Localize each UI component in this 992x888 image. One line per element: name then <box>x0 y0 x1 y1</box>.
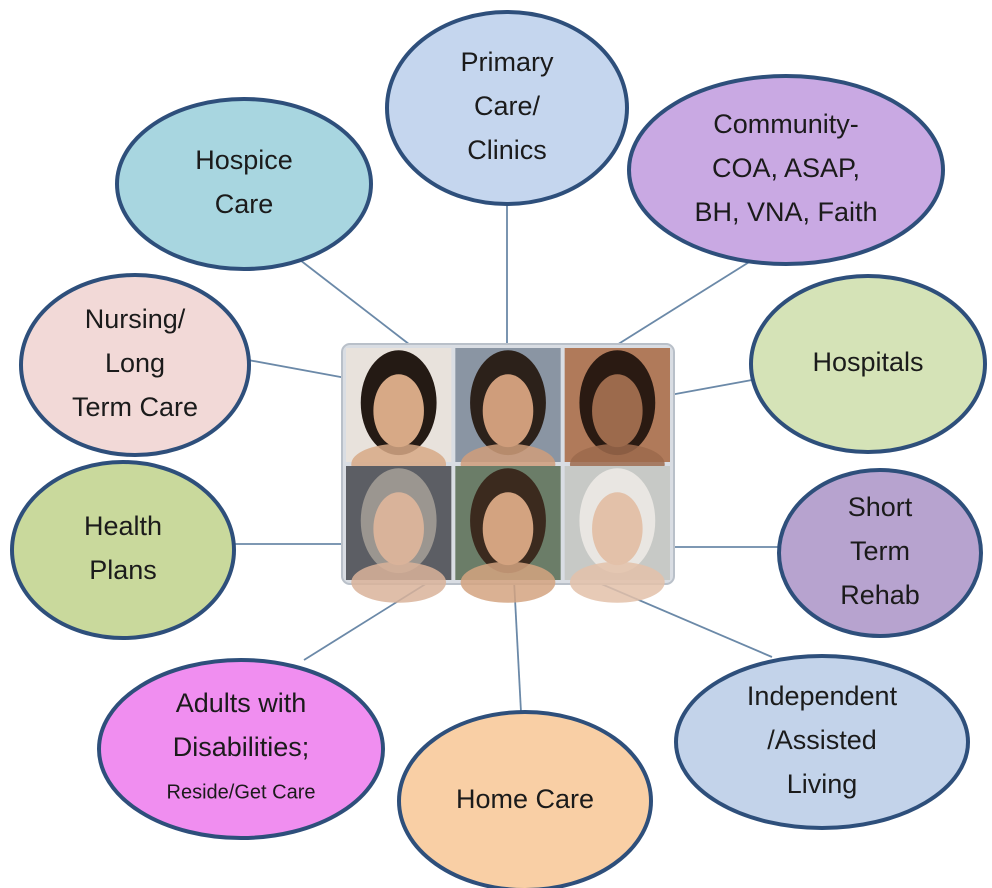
health-plans-label-line-2: Plans <box>89 555 157 585</box>
hospice-care-label-line-2: Care <box>215 189 274 219</box>
gray-haired-woman-portrait-face <box>373 492 424 566</box>
young-man-portrait <box>455 348 561 485</box>
connector-community <box>611 253 763 349</box>
primary-care-label-line-2: Care/ <box>474 91 541 121</box>
adults-with-disabilities-label-line-1: Adults with <box>176 688 307 718</box>
community-bubble <box>627 74 945 266</box>
primary-care-bubble <box>385 10 629 206</box>
primary-care-label-line-3: Clinics <box>467 135 547 165</box>
hospitals-label-line-1: Hospitals <box>812 347 923 377</box>
young-woman-portrait <box>346 348 452 485</box>
mother-daughter-portrait-face <box>592 374 643 448</box>
couple-portrait-face <box>482 492 534 566</box>
independent-assisted-living-label-line-2: /Assisted <box>767 725 877 755</box>
young-man-portrait-face <box>482 374 534 448</box>
home-care-bubble <box>397 710 653 888</box>
mother-daughter-portrait <box>564 348 670 485</box>
nursing-long-term-care-label-line-1: Nursing/ <box>85 304 186 334</box>
short-term-rehab-label-line-2: Term <box>850 536 910 566</box>
hospice-care-bubble <box>115 97 373 271</box>
nursing-long-term-care-bubble <box>19 273 251 457</box>
health-plans-bubble <box>10 460 236 640</box>
gray-haired-woman-portrait-shoulders <box>351 561 447 603</box>
adults-with-disabilities-bubble <box>97 658 385 840</box>
center-photo-collage <box>341 343 675 603</box>
elderly-woman-portrait-face <box>592 492 643 566</box>
home-care-label-line-1: Home Care <box>456 784 594 814</box>
couple-portrait-shoulders <box>460 561 556 603</box>
node-hospitals: Hospitals <box>749 274 987 454</box>
node-home-care: Home Care <box>397 710 653 888</box>
connector-hospitals <box>669 379 753 396</box>
young-woman-portrait-face <box>373 374 424 448</box>
community-label-line-1: Community- <box>713 109 859 139</box>
hospitals-bubble <box>749 274 987 454</box>
connector-lines <box>234 204 781 713</box>
independent-assisted-living-label-line-3: Living <box>787 769 858 799</box>
nursing-long-term-care-label-line-2: Long <box>105 348 165 378</box>
elderly-woman-portrait <box>564 466 670 603</box>
connector-hospice-care <box>299 259 415 349</box>
connector-nursing-long-term-care <box>247 359 347 379</box>
community-label-line-2: COA, ASAP, <box>712 153 860 183</box>
hospice-care-label-line-1: Hospice <box>195 145 293 175</box>
adults-with-disabilities-label-line-3: Reside/Get Care <box>167 781 316 803</box>
elderly-woman-portrait-shoulders <box>569 561 665 603</box>
gray-haired-woman-portrait <box>346 466 452 603</box>
primary-care-label-line-1: Primary <box>461 47 554 77</box>
community-label-line-3: BH, VNA, Faith <box>694 197 877 227</box>
independent-assisted-living-bubble <box>674 654 970 830</box>
couple-portrait <box>455 466 561 603</box>
short-term-rehab-bubble <box>777 468 983 638</box>
short-term-rehab-label-line-1: Short <box>848 492 913 522</box>
nursing-long-term-care-label-line-3: Term Care <box>72 392 198 422</box>
node-community: Community- COA, ASAP, BH, VNA, Faith <box>627 74 945 266</box>
independent-assisted-living-label-line-1: Independent <box>747 681 898 711</box>
short-term-rehab-label-line-3: Rehab <box>840 580 920 610</box>
health-plans-label-line-1: Health <box>84 511 162 541</box>
adults-with-disabilities-label-line-2: Disabilities; <box>173 732 310 762</box>
